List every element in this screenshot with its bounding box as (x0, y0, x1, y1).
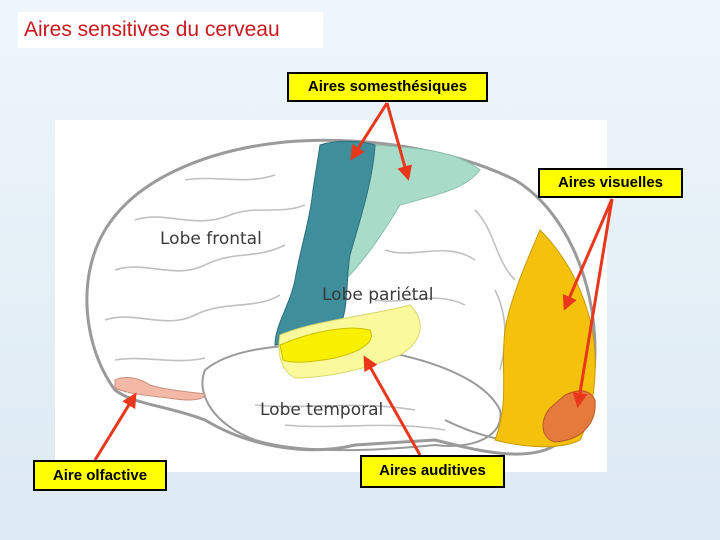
callout-aire-olfactive: Aire olfactive (33, 460, 167, 491)
callout-aires-auditives: Aires auditives (360, 455, 505, 488)
brain-diagram-panel: Lobe frontal Lobe pariétal Lobe temporal (55, 120, 607, 472)
label-lobe-parietal: Lobe pariétal (322, 285, 433, 305)
callout-aires-somesthesiques: Aires somesthésiques (287, 72, 488, 102)
page-title: Aires sensitives du cerveau (18, 12, 323, 48)
auditory-primary-area (279, 327, 372, 363)
brain-illustration: Lobe frontal Lobe pariétal Lobe temporal (85, 138, 597, 456)
olfactory-area (114, 377, 206, 401)
label-lobe-temporal: Lobe temporal (260, 400, 383, 420)
callout-aires-visuelles: Aires visuelles (538, 168, 683, 198)
label-lobe-frontal: Lobe frontal (160, 229, 262, 249)
